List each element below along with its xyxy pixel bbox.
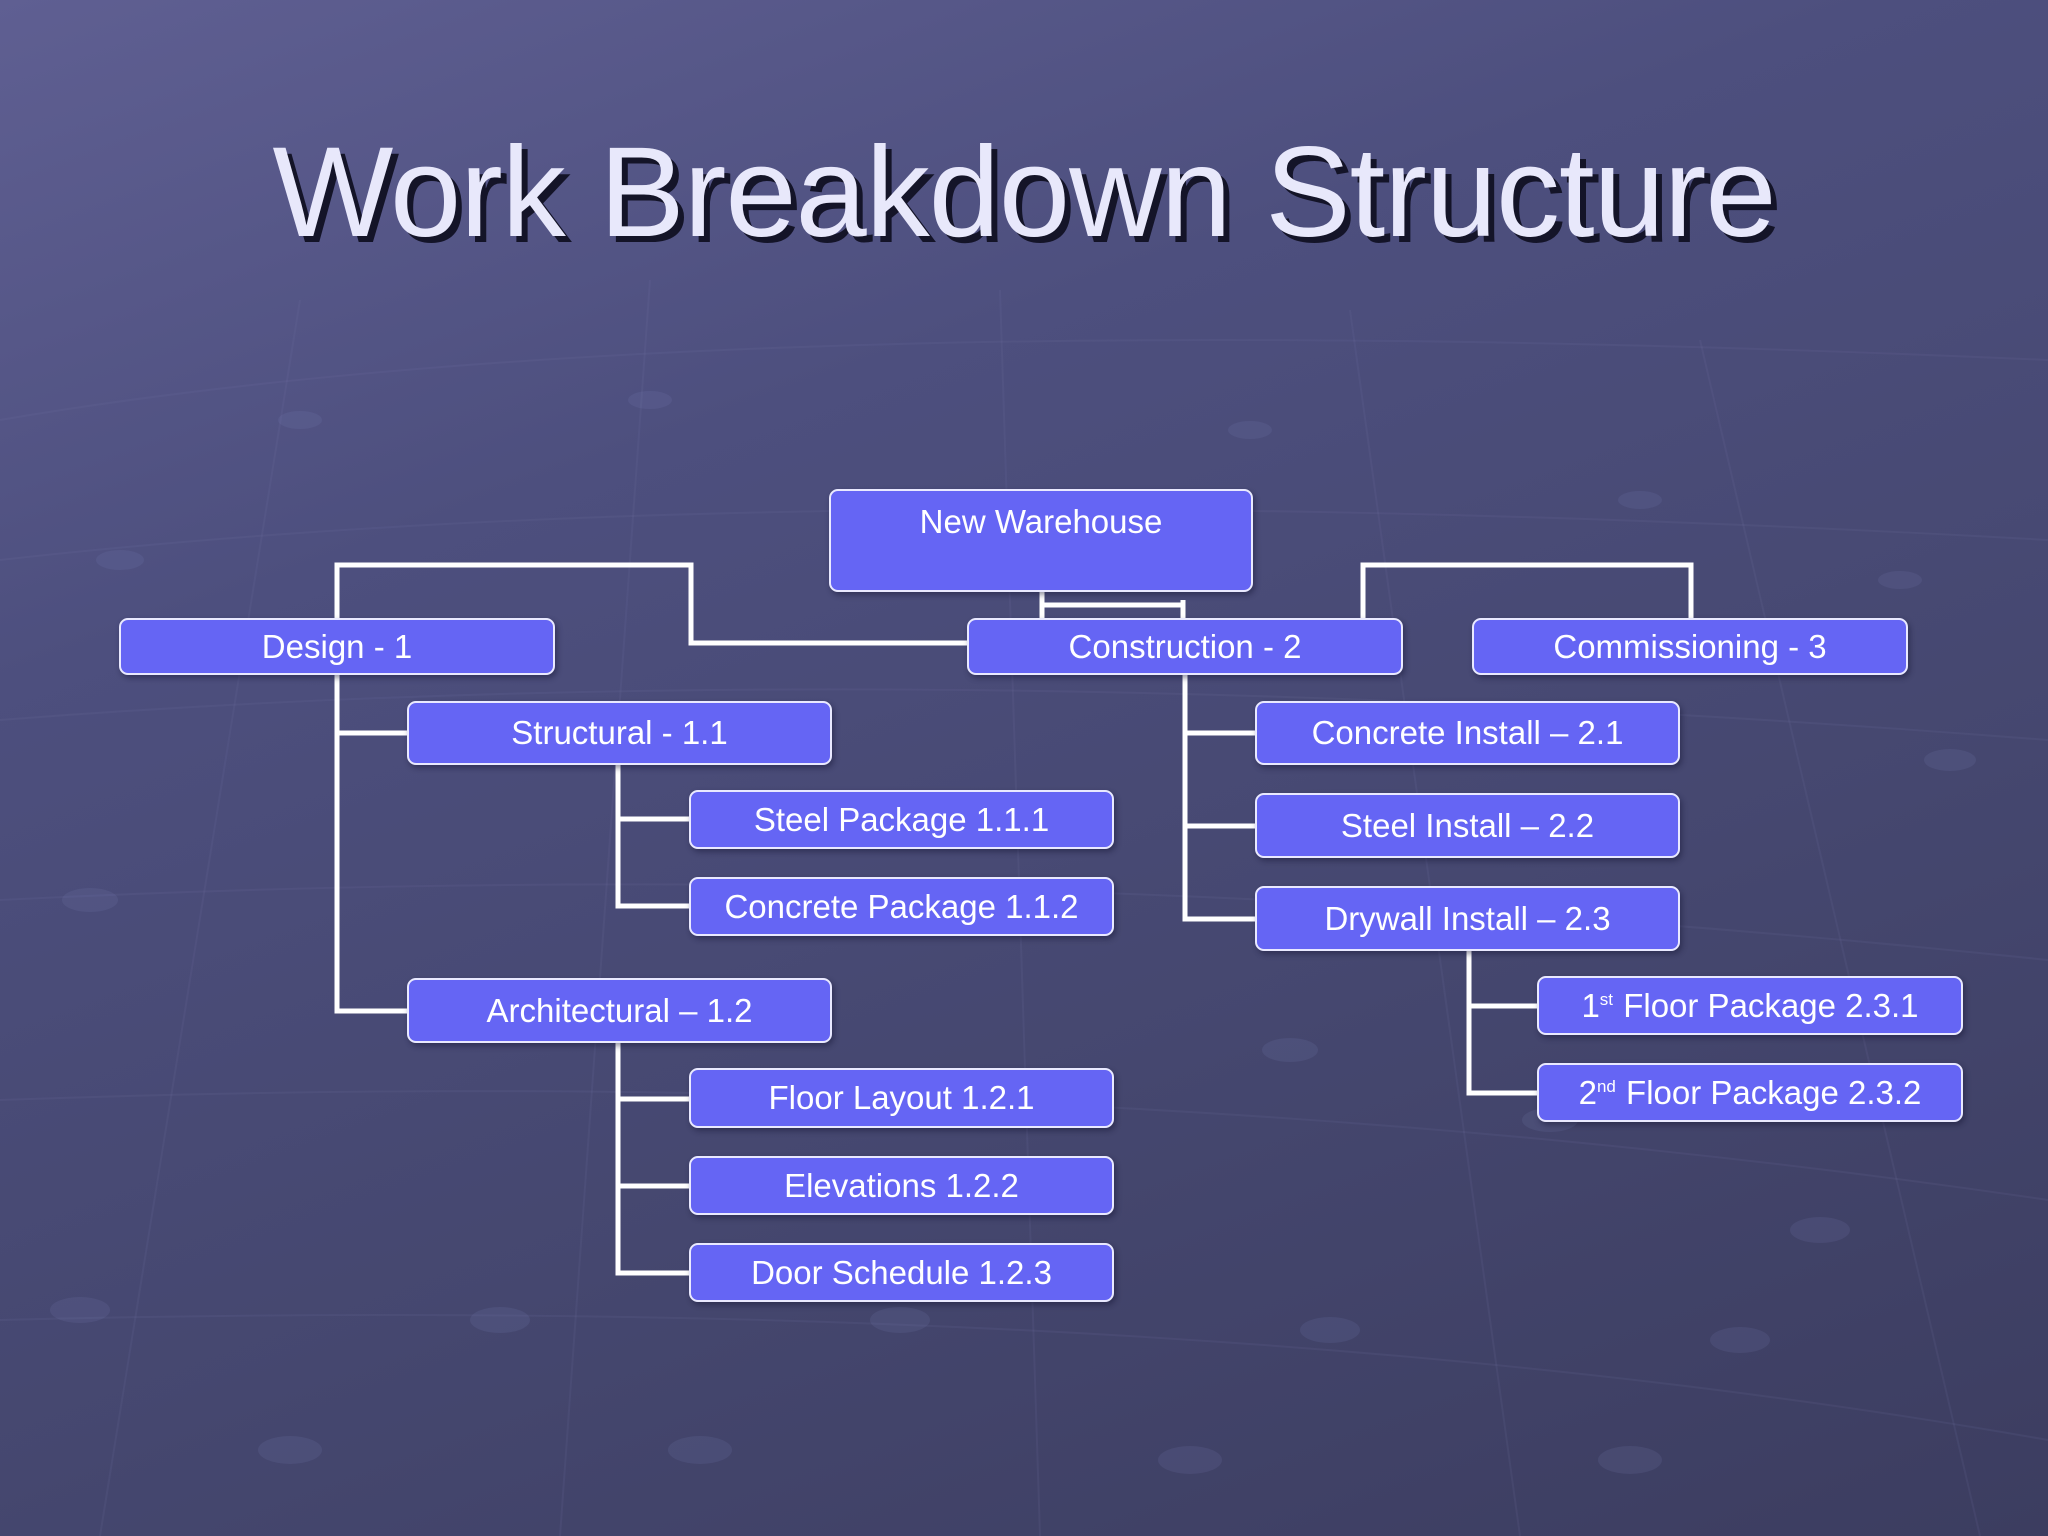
label-rest: Floor Package 2.3.2 (1616, 1073, 1922, 1111)
node-label: Concrete Package 1.1.2 (724, 887, 1079, 925)
node-drywall-install: Drywall Install – 2.3 (1255, 886, 1680, 951)
node-construction: Construction - 2 (967, 618, 1403, 675)
node-concrete-package: Concrete Package 1.1.2 (689, 877, 1114, 936)
node-new-warehouse: New Warehouse (829, 489, 1253, 592)
node-label: Structural - 1.1 (511, 714, 728, 751)
node-elevations: Elevations 1.2.2 (689, 1156, 1114, 1215)
connector-commissioning (1360, 562, 1694, 618)
slide-title: Work Breakdown Structure (272, 121, 1776, 264)
node-label: Design - 1 (261, 627, 413, 665)
connector-drywall-children (1466, 951, 1538, 1096)
ordinal-number: 1 (1581, 986, 1600, 1024)
connector-design-children (334, 675, 408, 1014)
node-second-floor-package: 2nd Floor Package 2.3.2 (1537, 1063, 1963, 1122)
node-architectural: Architectural – 1.2 (407, 978, 832, 1043)
ordinal-number: 2 (1578, 1073, 1597, 1111)
ordinal-suffix: st (1599, 989, 1614, 1009)
node-floor-layout: Floor Layout 1.2.1 (689, 1068, 1114, 1128)
node-first-floor-package: 1st Floor Package 2.3.1 (1537, 976, 1963, 1035)
node-label: Construction - 2 (1068, 627, 1302, 665)
connector-architectural-children (615, 1043, 690, 1276)
node-label: Floor Layout 1.2.1 (768, 1079, 1035, 1116)
node-concrete-install: Concrete Install – 2.1 (1255, 701, 1680, 765)
node-label: Steel Install – 2.2 (1340, 806, 1595, 844)
node-steel-install: Steel Install – 2.2 (1255, 793, 1680, 858)
ordinal-suffix: nd (1596, 1076, 1616, 1096)
node-label: 1st Floor Package 2.3.1 (1581, 987, 1918, 1025)
node-door-schedule: Door Schedule 1.2.3 (689, 1243, 1114, 1302)
node-structural: Structural - 1.1 (407, 701, 832, 765)
node-steel-package: Steel Package 1.1.1 (689, 790, 1114, 849)
node-design: Design - 1 (119, 618, 555, 675)
node-label: New Warehouse (919, 503, 1163, 540)
label-rest: Floor Package 2.3.1 (1614, 986, 1919, 1024)
node-label: Steel Package 1.1.1 (753, 800, 1050, 838)
connector-design (334, 562, 968, 646)
node-label: Door Schedule 1.2.3 (751, 1253, 1052, 1291)
node-label: Elevations 1.2.2 (784, 1166, 1019, 1204)
connector-construction-children (1182, 675, 1256, 922)
connector-structural-children (615, 765, 690, 909)
node-label: Architectural – 1.2 (486, 991, 753, 1029)
node-label: Concrete Install – 2.1 (1311, 714, 1624, 751)
node-label: Commissioning - 3 (1553, 627, 1827, 665)
node-commissioning: Commissioning - 3 (1472, 618, 1908, 675)
node-label: 2nd Floor Package 2.3.2 (1579, 1074, 1922, 1112)
node-label: Drywall Install – 2.3 (1324, 899, 1611, 937)
